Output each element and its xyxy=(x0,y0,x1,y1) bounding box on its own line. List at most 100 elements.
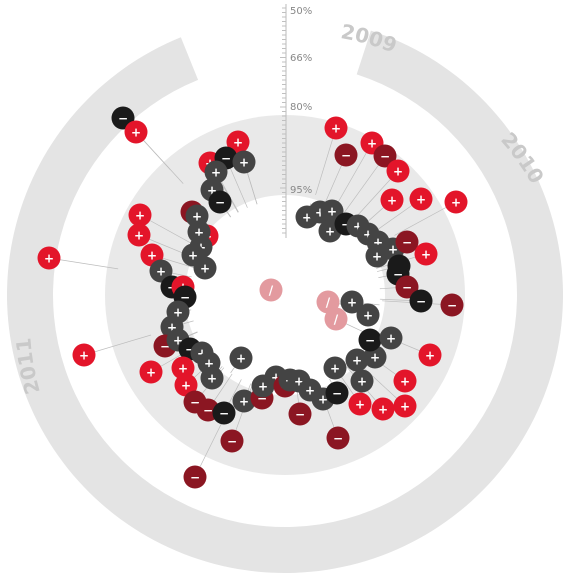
axis-minor-ticks xyxy=(280,7,286,234)
data-point: − xyxy=(334,143,358,167)
tick-label-50: 50% xyxy=(290,6,312,17)
data-point: + xyxy=(444,190,468,214)
data-point-circle xyxy=(395,230,419,254)
data-point-circle xyxy=(444,190,468,214)
data-point-circle xyxy=(323,356,347,380)
data-point: + xyxy=(139,360,163,384)
data-point-circle xyxy=(350,369,374,393)
data-point-circle xyxy=(334,143,358,167)
radial-axis: 50% 66% 80% 95% xyxy=(280,4,312,238)
data-point: − xyxy=(208,190,232,214)
data-point-circle xyxy=(212,401,236,425)
data-point: + xyxy=(414,242,438,266)
data-point: − xyxy=(409,289,433,313)
leader-line xyxy=(194,414,227,478)
data-point: + xyxy=(393,369,417,393)
data-point-circle xyxy=(356,303,380,327)
data-point-circle xyxy=(409,289,433,313)
leader-line xyxy=(48,257,119,270)
data-point-circle xyxy=(229,346,253,370)
data-point-circle xyxy=(395,275,419,299)
data-point-circle xyxy=(174,373,198,397)
data-point-circle xyxy=(193,256,217,280)
data-point-circle xyxy=(325,381,349,405)
data-point-circle xyxy=(232,150,256,174)
data-point: + xyxy=(340,290,364,314)
data-point-circle xyxy=(380,188,404,212)
data-point: + xyxy=(200,366,224,390)
data-point-circle xyxy=(326,426,350,450)
data-point-circle xyxy=(208,190,232,214)
data-point-circle xyxy=(149,259,173,283)
data-point: − xyxy=(212,401,236,425)
data-point-circle xyxy=(200,366,224,390)
data-point: + xyxy=(371,397,395,421)
leader-line xyxy=(394,201,457,236)
leader-line xyxy=(315,127,337,196)
data-point: + xyxy=(386,159,410,183)
data-point: / xyxy=(324,307,348,331)
data-point: + xyxy=(418,343,442,367)
data-point-circle xyxy=(373,144,397,168)
data-point: + xyxy=(348,392,372,416)
data-point: + xyxy=(128,203,152,227)
data-point: − xyxy=(288,402,312,426)
data-point-circle xyxy=(259,278,283,302)
data-point: + xyxy=(323,356,347,380)
tick-label-95: 95% xyxy=(290,185,312,196)
data-point: − xyxy=(326,426,350,450)
data-point-circle xyxy=(124,120,148,144)
data-point-circle xyxy=(204,160,228,184)
data-point-circle xyxy=(393,369,417,393)
data-point: + xyxy=(37,246,61,270)
data-point: + xyxy=(380,188,404,212)
data-point: − xyxy=(220,429,244,453)
data-point-circle xyxy=(414,242,438,266)
data-point-circle xyxy=(386,159,410,183)
data-point-circle xyxy=(348,392,372,416)
data-point-circle xyxy=(226,130,250,154)
data-point: − xyxy=(358,328,382,352)
data-point-circle xyxy=(324,307,348,331)
data-point: + xyxy=(379,326,403,350)
data-point-circle xyxy=(127,223,151,247)
data-point-circle xyxy=(440,293,464,317)
data-point: + xyxy=(127,223,151,247)
data-point-circle xyxy=(379,326,403,350)
data-point-circle xyxy=(324,116,348,140)
data-point: + xyxy=(350,369,374,393)
data-point-circle xyxy=(358,328,382,352)
tick-label-66: 66% xyxy=(290,53,312,64)
data-point: + xyxy=(193,256,217,280)
data-point-circle xyxy=(232,389,256,413)
data-point-circle xyxy=(72,343,96,367)
data-point: + xyxy=(229,346,253,370)
data-point: + xyxy=(324,116,348,140)
data-point-circle xyxy=(220,429,244,453)
data-point-circle xyxy=(128,203,152,227)
data-point-circle xyxy=(139,360,163,384)
data-point: + xyxy=(72,343,96,367)
tick-label-80: 80% xyxy=(290,102,312,113)
data-point-circle xyxy=(371,397,395,421)
leader-line xyxy=(336,142,373,204)
leader-line xyxy=(350,170,399,223)
data-point: + xyxy=(409,187,433,211)
data-point: − xyxy=(395,230,419,254)
data-point: − xyxy=(325,381,349,405)
data-point-circle xyxy=(183,465,207,489)
data-point: − xyxy=(183,465,207,489)
data-point-circle xyxy=(288,402,312,426)
leader-line xyxy=(343,155,386,214)
data-point: − xyxy=(440,293,464,317)
data-point: + xyxy=(393,394,417,418)
data-point-circle xyxy=(418,343,442,367)
data-point-circle xyxy=(409,187,433,211)
data-point-circle xyxy=(345,348,369,372)
inner-hole xyxy=(185,195,385,395)
leader-line xyxy=(135,131,184,184)
data-point: / xyxy=(259,278,283,302)
data-point: + xyxy=(232,150,256,174)
